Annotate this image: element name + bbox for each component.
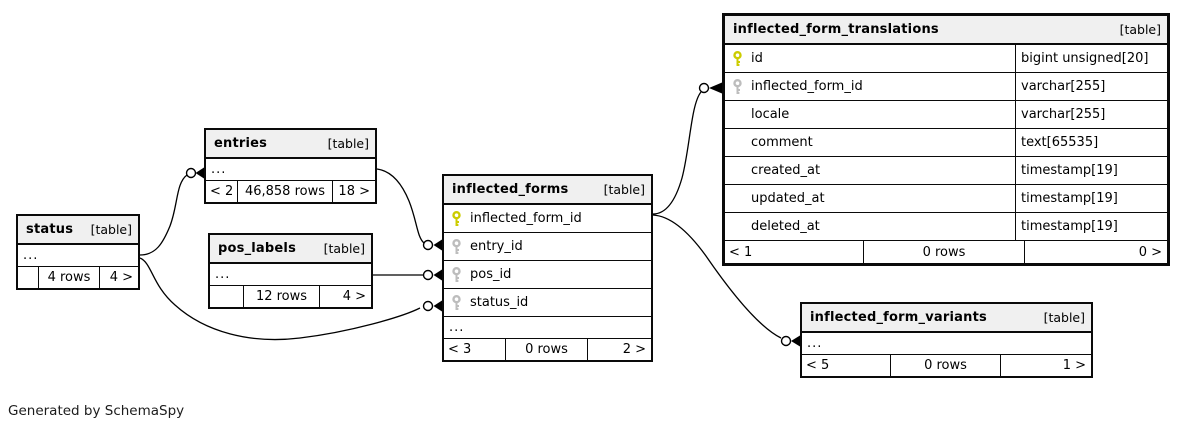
column-type: text[65535]: [1015, 129, 1167, 156]
column-row: created_at timestamp[19]: [725, 156, 1167, 184]
row-count: 46,858 rows: [237, 181, 333, 202]
table-title: status: [26, 222, 74, 237]
column-row: inflected_form_id varchar[255]: [725, 72, 1167, 100]
table-pos-labels-footer: 12 rows 4 >: [210, 285, 371, 307]
column-name: locale: [751, 107, 790, 122]
table-inflected-form-translations[interactable]: inflected_form_translations [table] id b…: [722, 13, 1170, 266]
table-title: inflected_forms: [452, 182, 569, 197]
column-name: deleted_at: [751, 219, 820, 234]
column-type: varchar[255]: [1015, 73, 1167, 100]
column-row: id bigint unsigned[20]: [725, 44, 1167, 72]
column-row: deleted_at timestamp[19]: [725, 212, 1167, 240]
crowfoot-markers: [185, 82, 800, 347]
table-inflected-form-variants[interactable]: inflected_form_variants [table] ... < 5 …: [800, 302, 1093, 378]
related-parents: < 3: [448, 342, 472, 357]
hidden-columns-row: ...: [18, 244, 138, 266]
foreign-key-icon: [452, 238, 461, 254]
column-name: created_at: [751, 163, 821, 178]
table-entries-header[interactable]: entries [table]: [206, 130, 375, 158]
table-pos-labels-header[interactable]: pos_labels [table]: [210, 235, 371, 263]
table-tag: [table]: [603, 182, 645, 197]
hidden-columns-row: ...: [444, 316, 651, 338]
column-row: entry_id: [444, 232, 651, 260]
foreign-key-icon: [733, 78, 742, 94]
hidden-columns-row: ...: [802, 332, 1091, 354]
table-tag: [table]: [90, 222, 132, 237]
table-entries[interactable]: entries [table] ... < 2 46,858 rows 18 >: [204, 128, 377, 204]
row-count: 12 rows: [243, 286, 320, 307]
column-type: timestamp[19]: [1015, 157, 1167, 184]
table-title: pos_labels: [218, 241, 297, 256]
column-row: updated_at timestamp[19]: [725, 184, 1167, 212]
row-count: 4 rows: [38, 267, 100, 288]
related-children: 4 >: [342, 289, 366, 304]
related-parents: < 1: [729, 244, 753, 260]
table-inflected-form-variants-header[interactable]: inflected_form_variants [table]: [802, 304, 1091, 332]
table-status-header[interactable]: status [table]: [18, 216, 138, 244]
related-children: 0 >: [1138, 244, 1162, 260]
related-children: 1 >: [1062, 358, 1086, 373]
table-tag: [table]: [323, 241, 365, 256]
table-status[interactable]: status [table] ... 4 rows 4 >: [16, 214, 140, 290]
column-name: pos_id: [470, 267, 512, 282]
foreign-key-icon: [452, 266, 461, 282]
column-name: id: [751, 51, 763, 66]
table-tag: [table]: [1119, 22, 1161, 37]
foreign-key-icon: [452, 294, 461, 310]
table-entries-footer: < 2 46,858 rows 18 >: [206, 180, 375, 202]
column-type: bigint unsigned[20]: [1015, 45, 1167, 72]
relationship-line: [139, 91, 782, 341]
column-type: timestamp[19]: [1015, 213, 1167, 240]
table-inflected-forms[interactable]: inflected_forms [table] inflected_form_i…: [442, 174, 653, 362]
table-tag: [table]: [1043, 310, 1085, 325]
row-count: 0 rows: [890, 355, 1001, 376]
column-row: status_id: [444, 288, 651, 316]
column-name: updated_at: [751, 191, 825, 206]
related-parents: [210, 286, 243, 307]
column-row: comment text[65535]: [725, 128, 1167, 156]
column-type: timestamp[19]: [1015, 185, 1167, 212]
table-inflected-forms-header[interactable]: inflected_forms [table]: [444, 176, 651, 204]
related-parents: [18, 267, 38, 288]
column-name: inflected_form_id: [470, 211, 582, 226]
table-title: inflected_form_translations: [733, 22, 939, 37]
primary-key-icon: [733, 50, 742, 66]
related-children: 18 >: [338, 184, 370, 199]
table-inflected-forms-footer: < 3 0 rows 2 >: [444, 338, 651, 360]
table-title: inflected_form_variants: [810, 310, 987, 325]
column-row: inflected_form_id: [444, 204, 651, 232]
table-inflected-form-variants-footer: < 5 0 rows 1 >: [802, 354, 1091, 376]
column-name: entry_id: [470, 239, 523, 254]
related-parents: < 2: [210, 184, 234, 199]
row-count: 0 rows: [863, 241, 1025, 263]
primary-key-icon: [452, 210, 461, 226]
table-tag: [table]: [327, 136, 369, 151]
table-title: entries: [214, 136, 268, 151]
related-children: 4 >: [109, 270, 133, 285]
related-children: 2 >: [622, 342, 646, 357]
hidden-columns-row: ...: [206, 158, 375, 180]
column-row: locale varchar[255]: [725, 100, 1167, 128]
column-name: comment: [751, 135, 813, 150]
column-name: status_id: [470, 295, 529, 310]
table-status-footer: 4 rows 4 >: [18, 266, 138, 288]
generated-by-text: Generated by SchemaSpy: [8, 403, 185, 419]
hidden-columns-row: ...: [210, 263, 371, 285]
column-type: varchar[255]: [1015, 101, 1167, 128]
table-inflected-form-translations-header[interactable]: inflected_form_translations [table]: [725, 16, 1167, 44]
related-parents: < 5: [806, 358, 830, 373]
table-inflected-form-translations-footer: < 1 0 rows 0 >: [725, 240, 1167, 263]
column-row: pos_id: [444, 260, 651, 288]
column-name: inflected_form_id: [751, 79, 863, 94]
row-count: 0 rows: [505, 339, 588, 360]
table-pos-labels[interactable]: pos_labels [table] ... 12 rows 4 >: [208, 233, 373, 309]
